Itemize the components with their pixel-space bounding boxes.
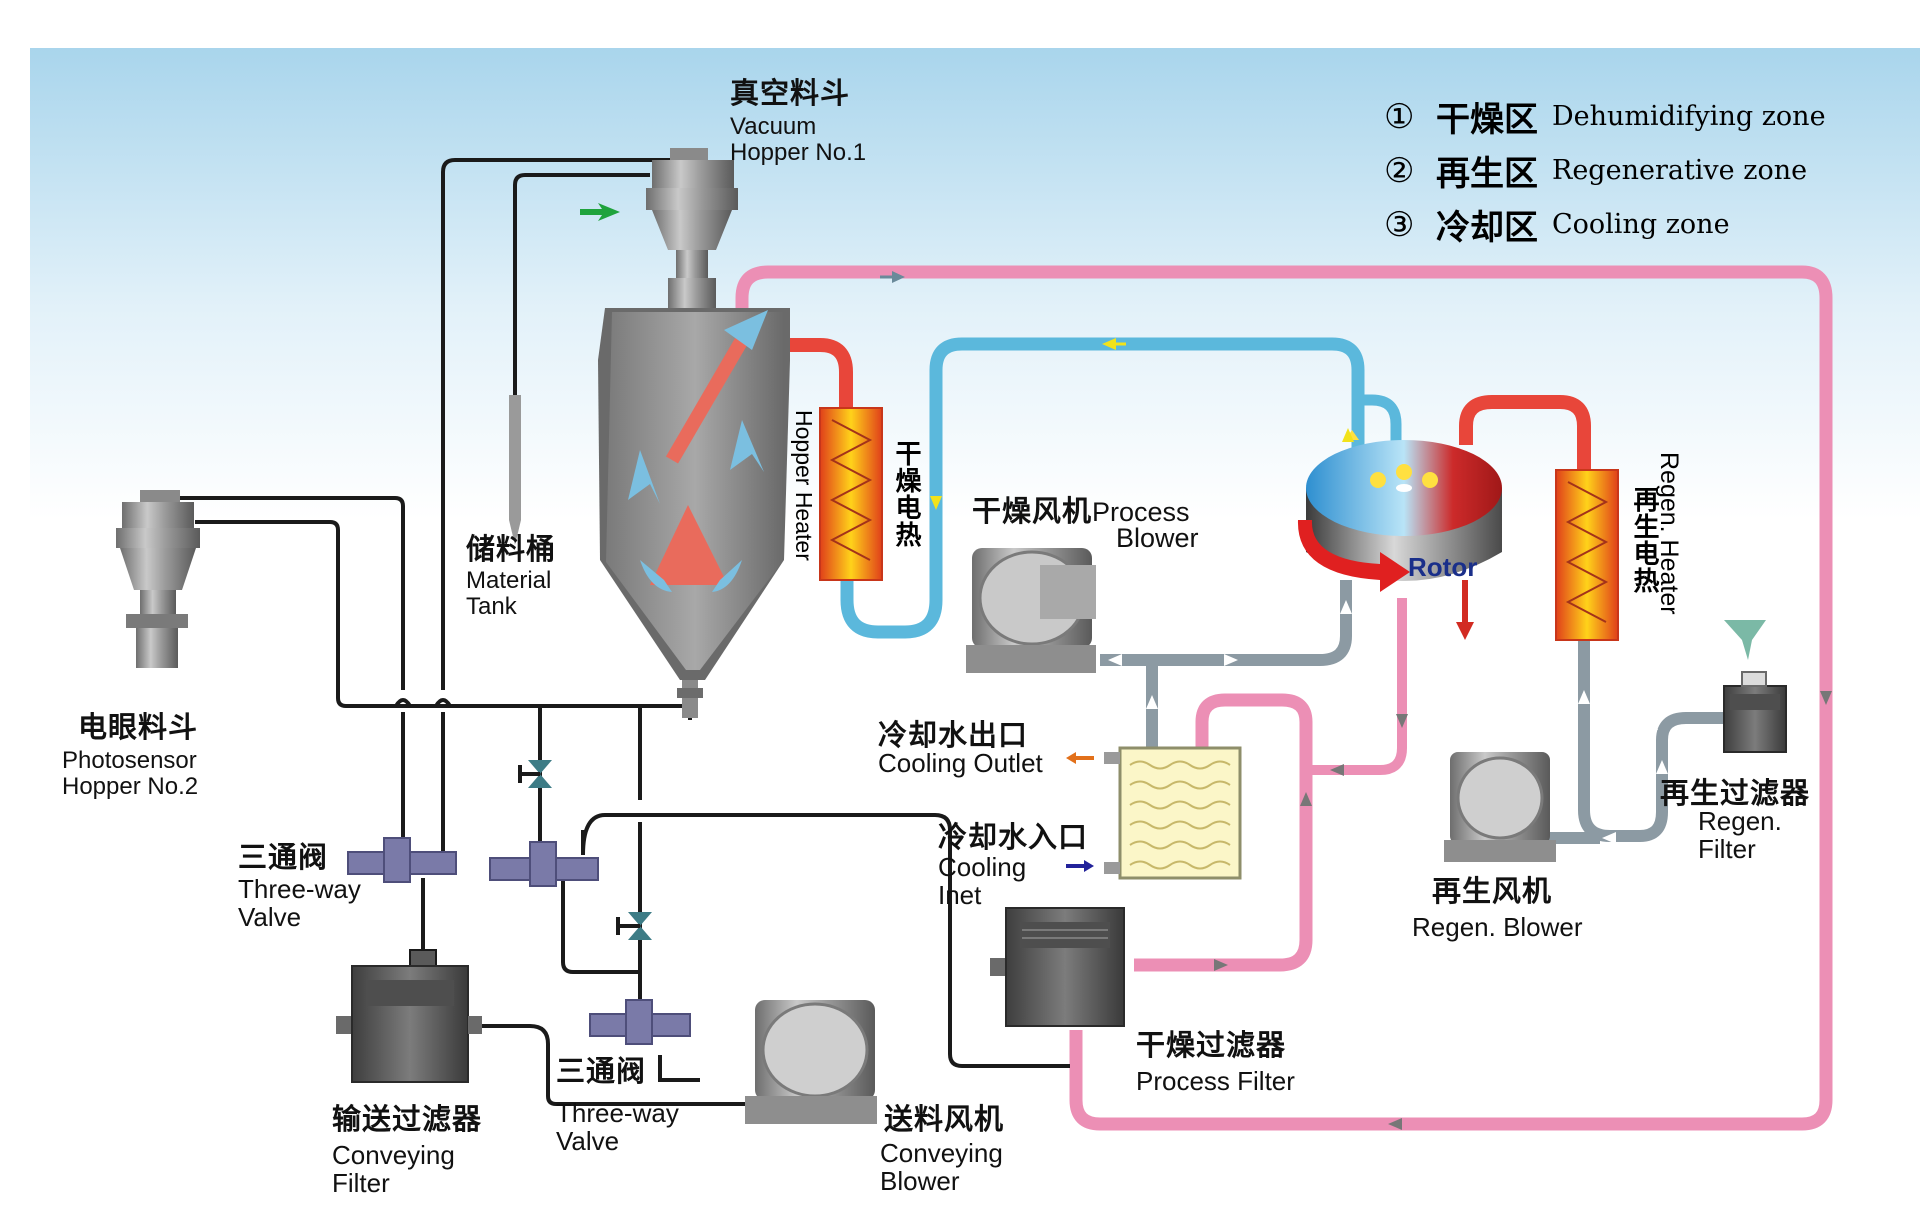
rotor-shape <box>1297 430 1502 592</box>
regen-filter-label: 再生过滤器 Regen. Filter <box>1660 778 1810 863</box>
material-tank-shape <box>509 308 790 718</box>
conveying-filter-label-en1: Conveying <box>332 1140 455 1171</box>
vacuum-hopper-label-en1: Vacuum <box>730 113 817 141</box>
cooling-inlet-label-en2: Inet <box>938 879 982 910</box>
photosensor-hopper-label-en1: Photosensor <box>62 747 197 775</box>
process-blower-label: 干燥风机Process <box>972 496 1190 526</box>
conveying-blower-label: 送料风机 Conveying Blower <box>880 1104 1004 1195</box>
rotor-label: Rotor <box>1408 552 1478 582</box>
hopper-heater-label-en: Hopper Heater <box>791 410 817 561</box>
regen-heater-label-cn: 再生电热 <box>1629 486 1659 594</box>
cooling-inlet-label: 冷却水入口 Cooling Inet <box>938 822 1088 909</box>
regen-hot-pipe <box>1459 395 1591 470</box>
material-tank-label-en1: Material <box>466 567 552 595</box>
regen-blower-label: 再生风机 Regen. Blower <box>1412 876 1583 942</box>
conveying-filter-label-cn: 输送过滤器 <box>332 1102 483 1136</box>
rotor-inlet-pipe <box>1358 394 1402 455</box>
three-way-valve-1-label-en2: Valve <box>238 901 302 932</box>
flow-arrows <box>880 271 1832 1130</box>
cooler-shape <box>1066 746 1242 880</box>
legend-number: ② <box>1384 150 1415 191</box>
cooling-inlet-label-cn: 冷却水入口 <box>938 820 1089 854</box>
conveying-blower-label-en1: Conveying <box>880 1138 1003 1169</box>
conveying-filter-label: 输送过滤器 Conveying Filter <box>332 1104 482 1197</box>
three-way-valve-1-label-cn: 三通阀 <box>238 840 329 874</box>
regen-filter-label-cn: 再生过滤器 <box>1660 776 1811 810</box>
three-way-valve-2-label: 三通阀 Three-way Valve <box>556 1056 679 1155</box>
process-filter-label-en: Process Filter <box>1136 1066 1295 1097</box>
cooling-outlet-label: 冷却水出口 Cooling Outlet <box>878 720 1043 778</box>
legend-item-regenerative: ② 再生区 Regenerative zone <box>1384 146 1807 195</box>
legend-label-cn: 干燥区 <box>1436 100 1538 140</box>
three-way-valve-shapes <box>347 837 691 1045</box>
conveying-filter-shape <box>336 949 482 1083</box>
legend-label-cn: 再生区 <box>1436 154 1538 194</box>
legend-item-dehumidifying: ① 干燥区 Dehumidifying zone <box>1384 92 1826 141</box>
legend-label-en: Cooling zone <box>1552 209 1730 240</box>
regen-blower-pipe <box>1578 640 1740 842</box>
process-air-pipe <box>840 337 1365 639</box>
legend-label-cn: 冷却区 <box>1436 208 1538 248</box>
process-filter-label-cn: 干燥过滤器 <box>1136 1028 1287 1062</box>
three-way-valve-1-label-en1: Three-way <box>238 874 361 905</box>
conveying-blower-label-cn: 送料风机 <box>884 1102 1005 1136</box>
photosensor-hopper-shape <box>116 490 200 668</box>
blower-outlet-pipe <box>1100 580 1352 666</box>
process-blower-label-en1: Process <box>1092 497 1190 527</box>
legend-number: ① <box>1384 96 1415 137</box>
three-way-valve-2-label-en2: Valve <box>556 1125 620 1156</box>
three-way-valve-2-label-cn: 三通阀 <box>556 1054 647 1088</box>
process-blower-label-en2: Blower <box>1116 523 1199 553</box>
material-tank-label-en2: Tank <box>466 592 517 620</box>
photosensor-hopper-label-cn: 电眼料斗 <box>78 710 199 744</box>
conveying-filter-label-en2: Filter <box>332 1167 390 1198</box>
regen-heater-label-en: Regen. Heater <box>1655 452 1683 615</box>
vacuum-hopper-label: 真空料斗 Vacuum Hopper No.1 <box>730 78 866 165</box>
vacuum-hopper-shape <box>580 148 738 308</box>
cooling-outlet-label-cn: 冷却水出口 <box>878 718 1029 752</box>
cooling-inlet-label-en1: Cooling <box>938 852 1027 883</box>
legend-label-en: Regenerative zone <box>1552 155 1808 186</box>
conveying-blower-label-en2: Blower <box>880 1165 960 1196</box>
process-filter-label: 干燥过滤器 Process Filter <box>1136 1030 1295 1096</box>
conveying-blower-shape <box>745 1000 877 1124</box>
regen-blower-shape <box>1444 752 1556 862</box>
rotor-return-pipe <box>1306 598 1407 775</box>
process-blower-shape <box>966 548 1096 673</box>
three-way-valve-2-label-en1: Three-way <box>556 1098 679 1129</box>
material-tank-label-cn: 储料桶 <box>466 532 557 566</box>
process-cooler-pipe <box>1134 693 1313 972</box>
regen-exhaust-arrowhead <box>1456 622 1474 640</box>
regen-blower-label-en: Regen. Blower <box>1412 912 1583 943</box>
vacuum-hopper-label-en2: Hopper No.1 <box>730 138 867 166</box>
regen-filter-label-en2: Filter <box>1698 833 1756 864</box>
process-filter-shape <box>990 907 1125 1027</box>
regen-filter-label-en1: Regen. <box>1698 806 1782 837</box>
vacuum-hopper-label-cn: 真空料斗 <box>730 76 851 110</box>
photosensor-hopper-label-en2: Hopper No.2 <box>62 772 199 800</box>
hopper-heater-label-cn: 干燥电热 <box>891 440 921 548</box>
legend-label-en: Dehumidifying zone <box>1552 101 1826 132</box>
regen-heater-shape <box>1555 469 1619 641</box>
regen-filter-shape <box>1723 620 1787 753</box>
shutoff-valves <box>518 760 652 940</box>
photosensor-hopper-label: 电眼料斗 Photosensor Hopper No.2 <box>62 712 198 799</box>
hopper-heater-shape <box>819 407 883 581</box>
material-tank-label: 储料桶 Material Tank <box>466 534 556 619</box>
regen-blower-label-cn: 再生风机 <box>1432 874 1553 908</box>
cooling-outlet-label-en: Cooling Outlet <box>878 748 1043 779</box>
process-blower-label-cn: 干燥风机 <box>972 494 1093 528</box>
legend-number: ③ <box>1384 204 1415 245</box>
three-way-valve-1-label: 三通阀 Three-way Valve <box>238 842 361 931</box>
legend-item-cooling: ③ 冷却区 Cooling zone <box>1384 200 1730 249</box>
